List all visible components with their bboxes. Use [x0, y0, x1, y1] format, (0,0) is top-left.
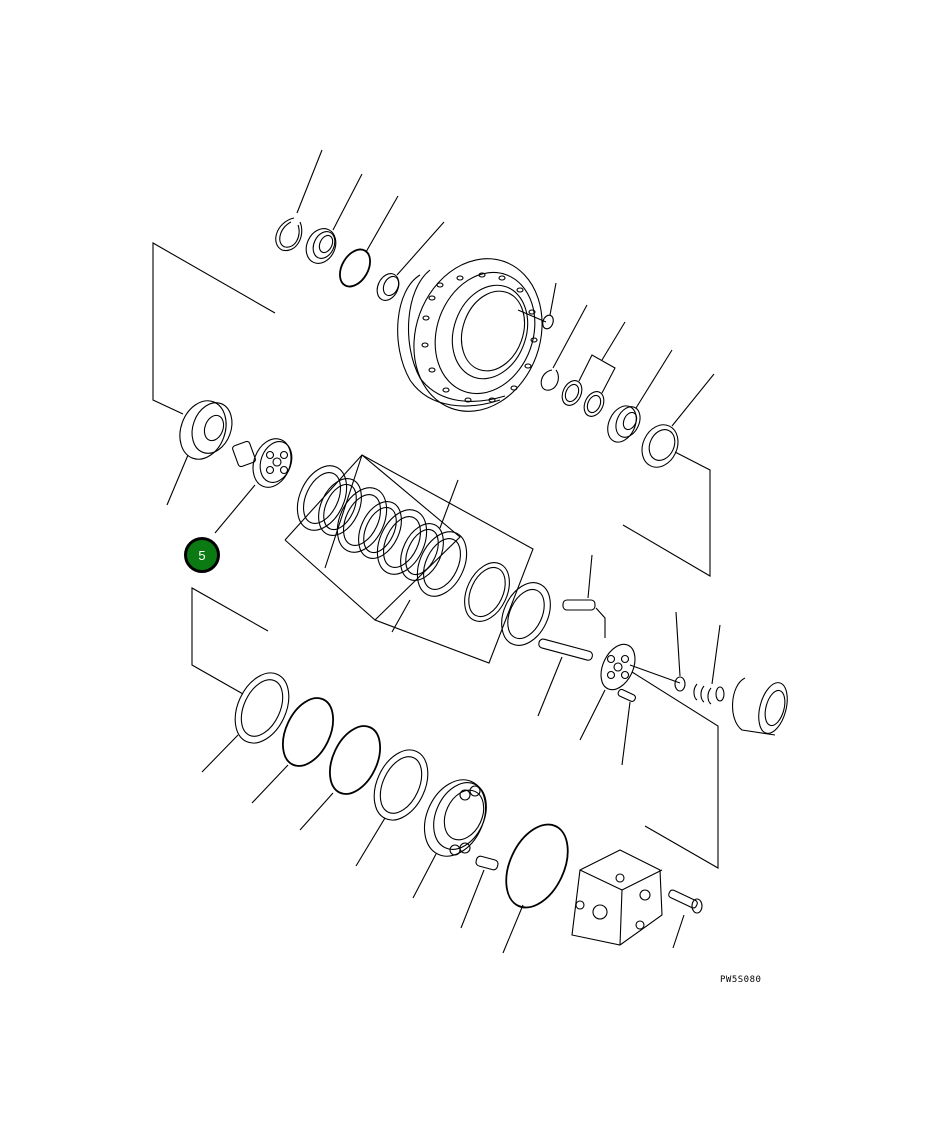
- bracket-left-top: [152, 242, 276, 415]
- sun-gear-carrier[interactable]: [214, 433, 297, 534]
- bracket-left-bottom: [191, 587, 269, 695]
- brake-disc-stack[interactable]: [284, 454, 476, 633]
- valve-plate[interactable]: [579, 639, 719, 869]
- hub-housing[interactable]: [393, 240, 563, 429]
- friction-plate[interactable]: [456, 555, 518, 628]
- bearing-right[interactable]: [602, 349, 673, 447]
- bearing-small-top[interactable]: [373, 221, 445, 304]
- bolt-large[interactable]: [668, 889, 703, 949]
- o-ring-1[interactable]: [251, 690, 343, 804]
- separator-plate[interactable]: [361, 454, 560, 664]
- cylinder-block[interactable]: [732, 677, 793, 736]
- thrust-washer[interactable]: [201, 664, 299, 773]
- retainer-ring[interactable]: [622, 373, 715, 577]
- springs[interactable]: [693, 624, 725, 705]
- bolt-small[interactable]: [617, 688, 636, 766]
- oil-seal[interactable]: [301, 173, 363, 268]
- bearing-large[interactable]: [166, 394, 239, 506]
- shim-pair[interactable]: [558, 321, 626, 420]
- spring-small[interactable]: [460, 855, 499, 929]
- motor-case[interactable]: [571, 849, 663, 946]
- snap-ring-top[interactable]: [275, 149, 323, 252]
- bushing[interactable]: [674, 611, 686, 692]
- backup-ring[interactable]: [355, 741, 438, 867]
- snap-ring-right[interactable]: [540, 304, 588, 391]
- plug[interactable]: [517, 282, 557, 330]
- brake-piston[interactable]: [412, 770, 498, 899]
- figure-code: PW5S080: [720, 975, 762, 985]
- callout-5[interactable]: 5: [184, 537, 220, 573]
- o-ring-top[interactable]: [334, 195, 399, 292]
- o-ring-2[interactable]: [299, 718, 390, 831]
- pin-upper[interactable]: [562, 554, 606, 638]
- o-ring-large[interactable]: [494, 815, 580, 954]
- shaft-pin[interactable]: [537, 638, 593, 717]
